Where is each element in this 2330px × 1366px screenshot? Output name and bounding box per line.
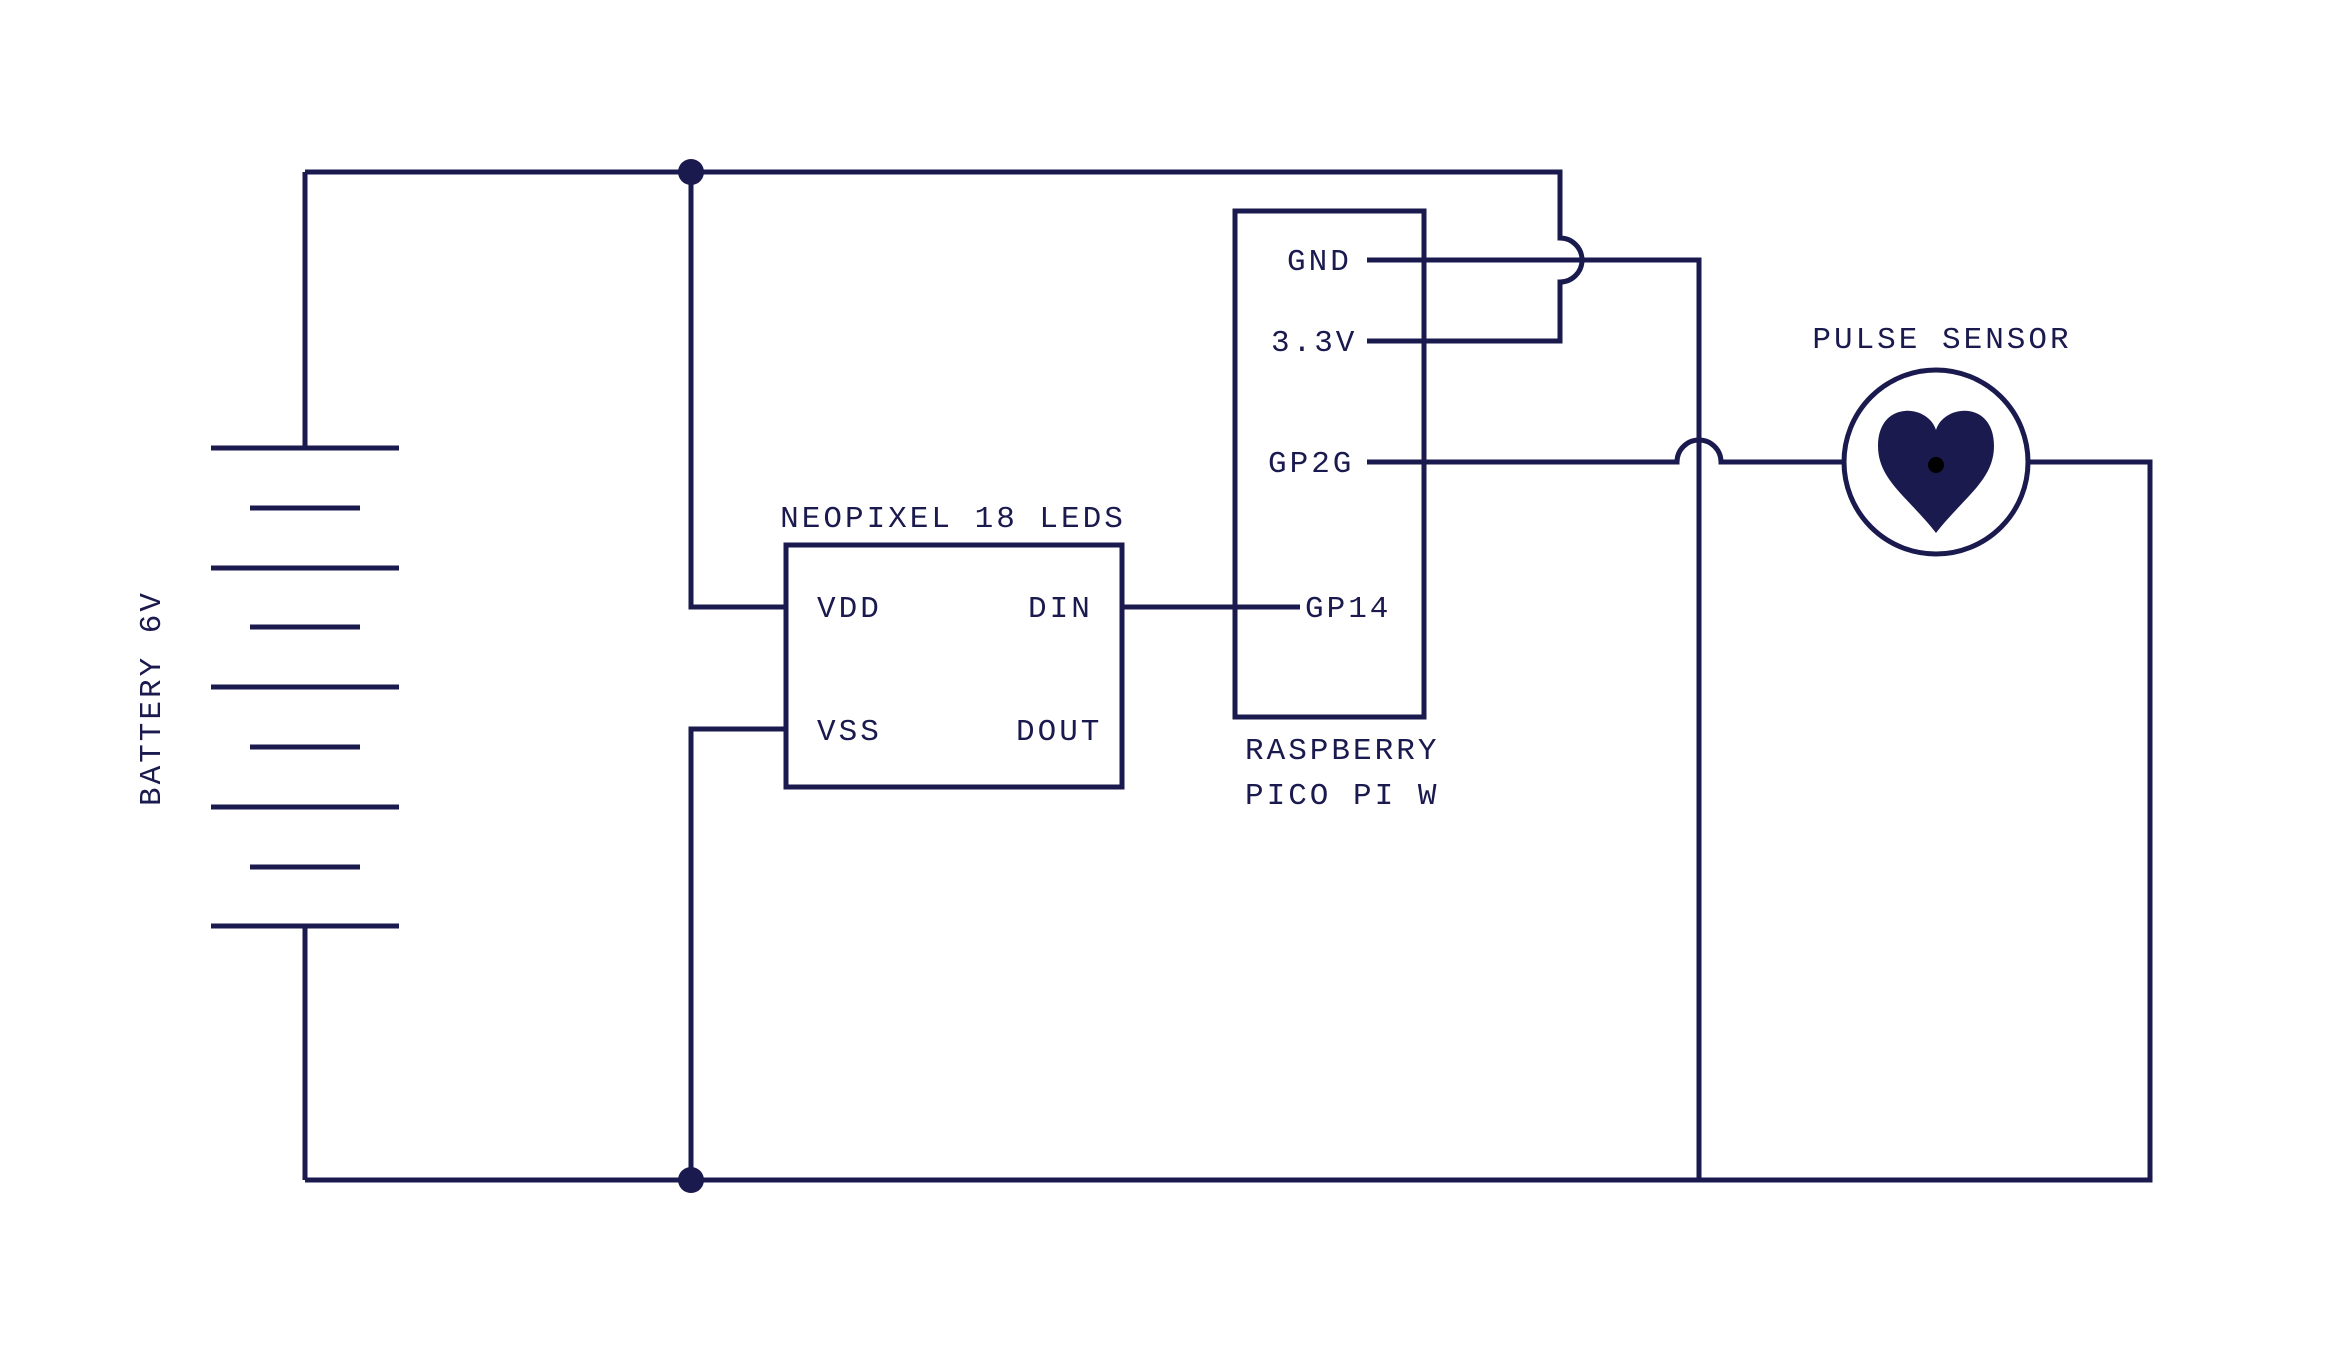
wire-bottom-rail-and-right-rail xyxy=(305,459,2153,1183)
neopixel-pin-vss: VSS xyxy=(817,715,882,750)
pico-pin-gp2g: GP2G xyxy=(1268,447,1354,482)
pico-pin-gp14: GP14 xyxy=(1305,592,1391,627)
neopixel-pin-dout: DOUT xyxy=(1016,715,1102,750)
pico-label-line2: PICO PI W xyxy=(1245,779,1439,814)
neopixel-box xyxy=(783,542,1125,790)
wire-vdd-feed xyxy=(688,172,786,610)
pico-label-line1: RASPBERRY xyxy=(1245,734,1439,769)
battery-label: BATTERY 6V xyxy=(135,590,170,806)
neopixel-pin-din: DIN xyxy=(1028,592,1093,627)
heart-center-dot-icon xyxy=(1928,457,1944,473)
pico-pin-3v3: 3.3V xyxy=(1271,326,1357,361)
wire-vss-return xyxy=(688,726,786,1180)
wire-gnd-return xyxy=(1367,257,1702,1180)
battery-symbol xyxy=(211,445,399,929)
wire-gp2g-to-pulse-sensor xyxy=(1367,437,1844,465)
junction-dot-bottom xyxy=(678,1167,704,1193)
junction-dot-top xyxy=(678,159,704,185)
pulse-sensor-label: PULSE SENSOR xyxy=(1812,323,2071,358)
pico-pin-gnd: GND xyxy=(1287,245,1352,280)
neopixel-pin-vdd: VDD xyxy=(817,592,882,627)
neopixel-label: NEOPIXEL 18 LEDS xyxy=(780,502,1126,537)
